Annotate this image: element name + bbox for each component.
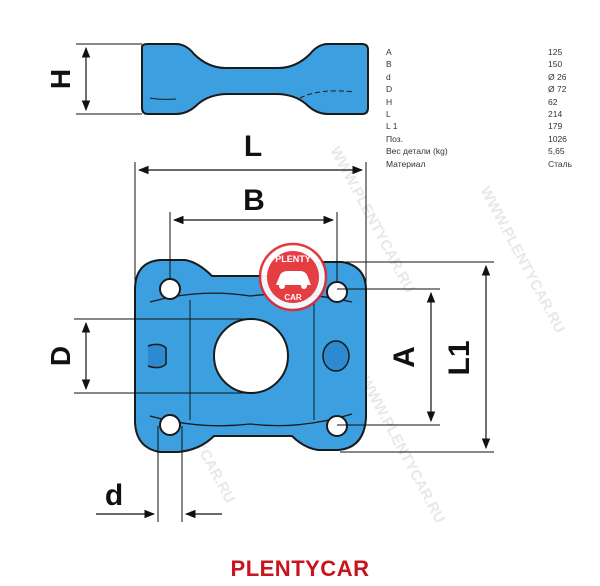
dimension-d-small: d: [96, 426, 222, 522]
label-d-small: d: [105, 479, 123, 512]
dimension-b: B: [169, 184, 338, 282]
spec-label: H: [386, 96, 393, 107]
plentycar-logo: PLENTY CAR: [258, 242, 328, 312]
spec-label: L: [386, 108, 391, 119]
spec-value: Сталь: [548, 158, 573, 169]
left-slot: [147, 343, 167, 369]
spec-value: Ø 26: [548, 71, 567, 82]
side-view-body: [141, 43, 369, 115]
watermark-text-4: WWW.PLENTYCAR.RU: [356, 374, 448, 526]
dimension-l: L: [134, 130, 367, 290]
spec-row: H 62: [386, 96, 594, 108]
car-icon: [276, 271, 311, 285]
spec-row: A 125: [386, 46, 594, 58]
spec-label: Вес детали (kg): [386, 146, 448, 157]
dimension-l1: L1: [340, 261, 494, 453]
label-b: B: [243, 184, 265, 217]
spec-row: d Ø 26: [386, 71, 594, 83]
bolt-hole-top-right: [326, 281, 348, 303]
side-view: [141, 43, 369, 115]
bolt-hole-top-left: [159, 278, 181, 300]
right-recess: [322, 340, 350, 372]
dimension-a: A: [337, 288, 440, 426]
spec-row: L 1 179: [386, 120, 594, 132]
watermark-text-2: WWW.PLENTYCAR.RU: [476, 184, 568, 336]
spec-value: 62: [548, 96, 558, 107]
spec-value: 1026: [548, 133, 567, 144]
spec-value: 125: [548, 47, 563, 57]
dimension-h: H: [45, 43, 142, 115]
spec-label: A: [386, 47, 392, 57]
spec-label: B: [386, 59, 392, 70]
logo-text-bottom: CAR: [284, 293, 302, 302]
spec-row: L 214: [386, 108, 594, 120]
bolt-hole-bottom-right: [326, 415, 348, 437]
spec-value: 214: [548, 108, 563, 119]
spec-row: B 150: [386, 58, 594, 70]
spec-row: D Ø 72: [386, 83, 594, 95]
label-h: H: [45, 69, 76, 89]
spec-value: 150: [548, 59, 563, 70]
logo-text-top: PLENTY: [275, 254, 311, 264]
label-l1: L1: [443, 340, 476, 375]
brand-title: PLENTYCAR: [230, 556, 370, 581]
spec-row: Материал Сталь: [386, 158, 594, 170]
spec-row: Поз. 1026: [386, 133, 594, 145]
spec-label: D: [386, 84, 393, 95]
side-view-hidden-line: [299, 90, 356, 99]
spec-row: Вес детали (kg) 5,65: [386, 145, 594, 157]
spec-value: 5,65: [548, 146, 565, 157]
label-a: A: [388, 346, 421, 368]
spec-label: Материал: [386, 158, 426, 169]
spec-value: 179: [548, 121, 563, 132]
spec-value: Ø 72: [548, 84, 567, 95]
plan-view: [134, 259, 367, 453]
label-d-large: D: [45, 346, 76, 366]
spec-label: Поз.: [386, 133, 403, 144]
spec-label: d: [386, 71, 391, 82]
label-l: L: [244, 130, 262, 163]
spec-label: L 1: [386, 121, 398, 132]
dimension-d-large: D: [45, 318, 252, 394]
side-view-edge: [149, 97, 177, 100]
bolt-hole-bottom-left: [159, 414, 181, 436]
central-bore: [213, 318, 289, 394]
